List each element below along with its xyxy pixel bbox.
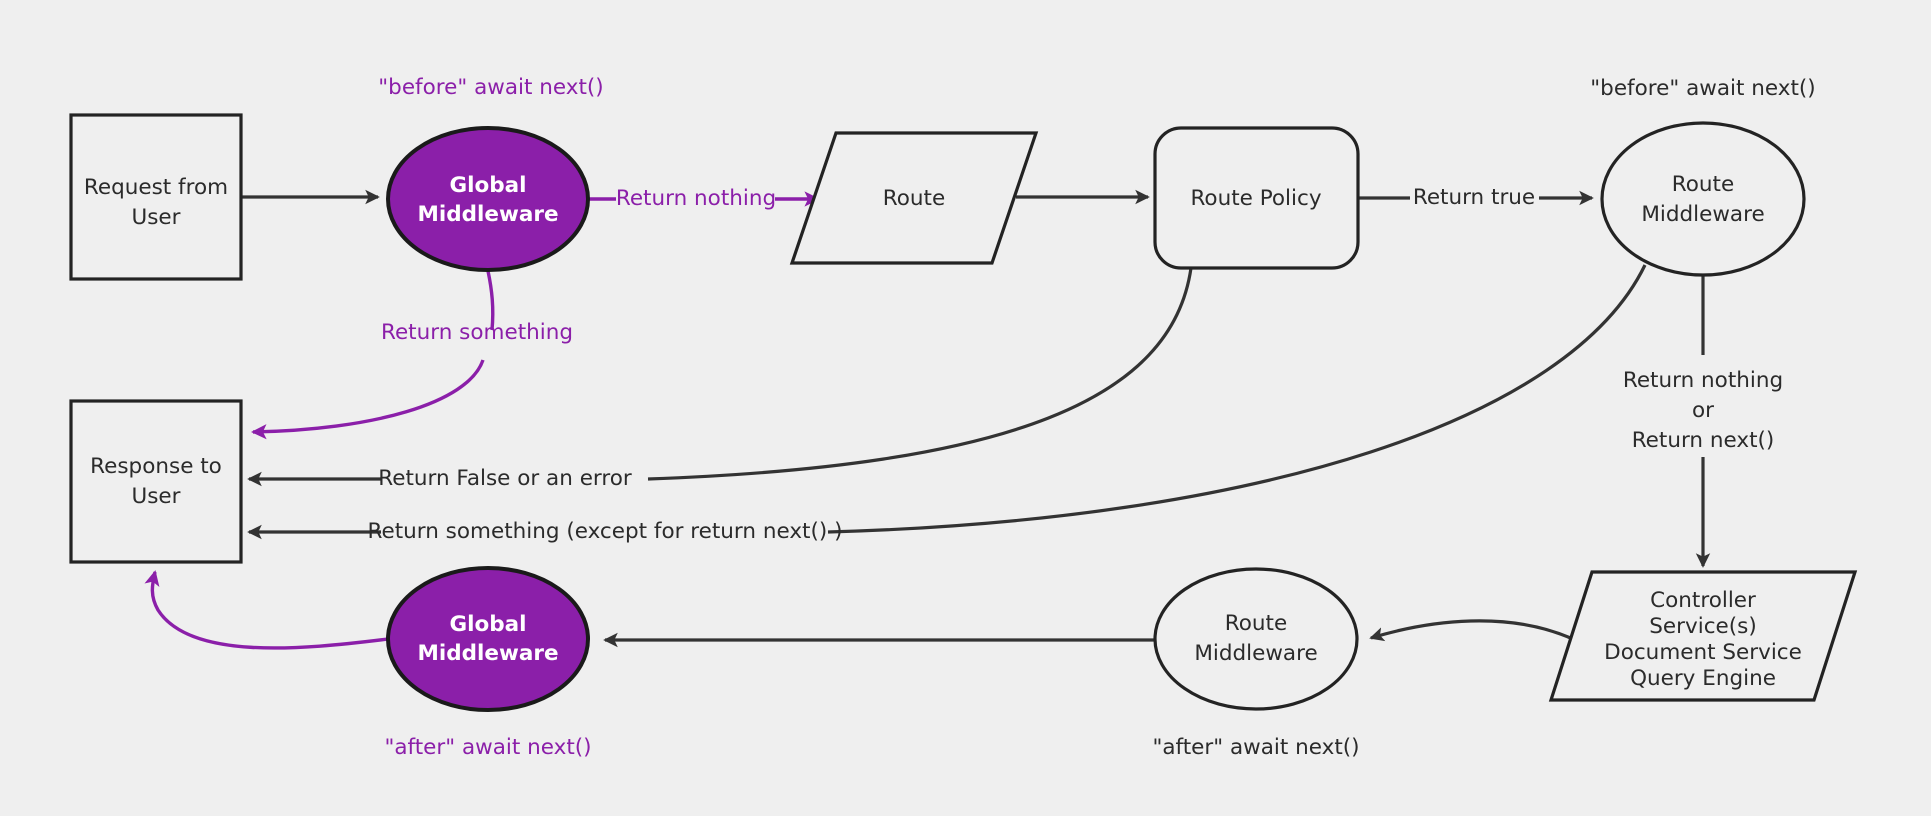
request-from-user-label-line2: User bbox=[131, 205, 180, 230]
node-route[interactable]: Route bbox=[789, 131, 1039, 265]
route-middleware-before-ellipse[interactable] bbox=[1600, 121, 1806, 277]
global-middleware-after-label-line1: Global bbox=[449, 612, 526, 637]
edge-global-middleware-after-to-response bbox=[144, 570, 389, 650]
edge-global-before-to-response bbox=[251, 359, 485, 440]
edge-label-return-nothing-or-next-line2: or bbox=[1692, 398, 1714, 423]
edge-label-return-true: Return true bbox=[1413, 185, 1535, 210]
edge-label-return-something: Return something bbox=[381, 320, 573, 345]
controller-label-line3: Document Service bbox=[1604, 640, 1802, 665]
global-middleware-before-ellipse[interactable] bbox=[386, 126, 590, 272]
request-from-user-label-line1: Request from bbox=[84, 175, 228, 200]
global-middleware-after-ellipse[interactable] bbox=[386, 566, 590, 712]
node-global-middleware-before[interactable]: Global Middleware bbox=[386, 126, 590, 272]
controller-parallelogram[interactable] bbox=[1548, 570, 1858, 702]
route-policy-label: Route Policy bbox=[1190, 186, 1321, 211]
response-to-user-box[interactable] bbox=[69, 399, 243, 564]
global-middleware-before-label-line2: Middleware bbox=[417, 202, 558, 227]
edge-label-return-nothing: Return nothing bbox=[616, 186, 776, 211]
global-middleware-after-label-line2: Middleware bbox=[417, 641, 558, 666]
edge-label-return-nothing-or-next-line3: Return next() bbox=[1632, 428, 1775, 453]
edge-global-before-to-response-stub bbox=[486, 270, 495, 331]
node-response-to-user[interactable]: Response to User bbox=[69, 399, 243, 564]
edge-controller-to-route-middleware-after bbox=[1369, 619, 1576, 642]
node-route-middleware-before[interactable]: Route Middleware bbox=[1600, 121, 1806, 277]
route-middleware-after-label-line2: Middleware bbox=[1194, 641, 1317, 666]
node-controller-services[interactable]: Controller Service(s) Document Service Q… bbox=[1548, 570, 1858, 702]
route-middleware-before-label-line1: Route bbox=[1672, 172, 1734, 197]
route-label: Route bbox=[883, 186, 945, 211]
response-to-user-label-line1: Response to bbox=[90, 454, 222, 479]
controller-label-line2: Service(s) bbox=[1649, 614, 1756, 639]
edge-route-middleware-to-response-curve bbox=[827, 264, 1647, 534]
response-to-user-label-line2: User bbox=[131, 484, 180, 509]
edge-label-return-nothing-or-next-line1: Return nothing bbox=[1623, 368, 1783, 393]
node-route-middleware-after[interactable]: Route Middleware bbox=[1153, 567, 1359, 711]
controller-label-line1: Controller bbox=[1650, 588, 1756, 613]
route-middleware-after-ellipse[interactable] bbox=[1153, 567, 1359, 711]
node-global-middleware-after[interactable]: Global Middleware bbox=[386, 566, 590, 712]
node-route-policy[interactable]: Route Policy bbox=[1153, 126, 1360, 270]
annotation-route-middleware-after: "after" await next() bbox=[1152, 735, 1359, 760]
edge-label-return-something-except: Return something (except for return next… bbox=[368, 519, 843, 544]
route-middleware-after-label-line1: Route bbox=[1225, 611, 1287, 636]
node-request-from-user[interactable]: Request from User bbox=[69, 113, 243, 281]
route-policy-box[interactable] bbox=[1153, 126, 1360, 270]
annotation-route-middleware-before: "before" await next() bbox=[1590, 76, 1815, 101]
global-middleware-before-label-line1: Global bbox=[449, 173, 526, 198]
annotation-global-after: "after" await next() bbox=[384, 735, 591, 760]
annotation-global-before: "before" await next() bbox=[378, 75, 603, 100]
request-from-user-box[interactable] bbox=[69, 113, 243, 281]
controller-label-line4: Query Engine bbox=[1630, 666, 1776, 691]
route-middleware-before-label-line2: Middleware bbox=[1641, 202, 1764, 227]
route-parallelogram[interactable] bbox=[789, 131, 1039, 265]
edge-label-return-false-or-error: Return False or an error bbox=[378, 466, 632, 491]
edge-route-policy-to-response-curve bbox=[647, 267, 1193, 481]
